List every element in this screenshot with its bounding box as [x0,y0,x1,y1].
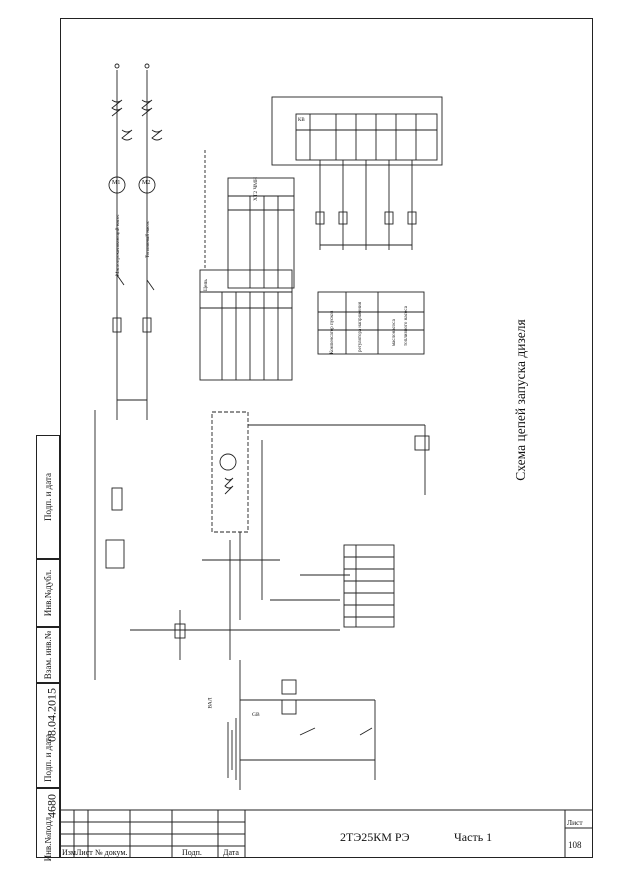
pump-branches [108,63,163,420]
col-dokum: № докум. [95,848,128,857]
legend-row-3: регулятора напряжения [358,302,363,352]
stamp-inv-dubl: Инв.№дубл. [36,559,60,627]
relay-panel [271,96,443,250]
col-podp: Подп. [182,848,202,857]
document-designation: 2ТЭ25КМ РЭ [340,830,410,844]
switch-label: ВАЛ [207,697,214,709]
legend-row-4: маслонасоса [392,319,397,346]
motor-m2-label: М2 [142,180,151,186]
starter-circuit [211,411,430,620]
motor-m2 [138,176,156,194]
document-part: Часть 1 [454,830,493,844]
table-left-header: Цепь [202,279,209,291]
drawing-frame [60,18,593,858]
col-data: Дата [223,848,239,857]
stamp-inv-podl: Инв.№подл. 4680 [36,788,60,861]
pump-fuel-label: Топливный насос [146,220,151,258]
control-circuit [94,410,350,680]
sheet-number: 108 [568,840,582,850]
connector-top-label: ХТ2 ЧМН [252,177,259,201]
legend-table [317,291,425,355]
motor-m1 [108,176,126,194]
battery-label: GB [252,712,260,718]
col-list: Лист [76,848,93,857]
stamp-vzam-inv: Взам. инв.№ [36,627,60,683]
legend-row-1: Компенсатор пусков [330,310,335,354]
motor-m1-label: М1 [112,180,121,186]
col-izm: Изм [62,848,76,857]
sheet-label: Лист [567,818,583,827]
relay-block-label: КВ [298,118,305,123]
connector-tables [199,150,295,381]
legend-row-5: топливного насоса [404,306,409,346]
diagram-caption: Схема цепей запуска дизеля [513,319,528,481]
stamp-podp-data: Подп. и дата 08.04.2015 [36,683,60,788]
title-block-lines [60,809,593,858]
battery-circuit [227,660,376,790]
pump-oil-label: Маслопрокачивающий насос [116,214,121,276]
bottom-table [343,544,395,628]
stamp-podp-data-2: Подп. и дата [36,435,60,559]
